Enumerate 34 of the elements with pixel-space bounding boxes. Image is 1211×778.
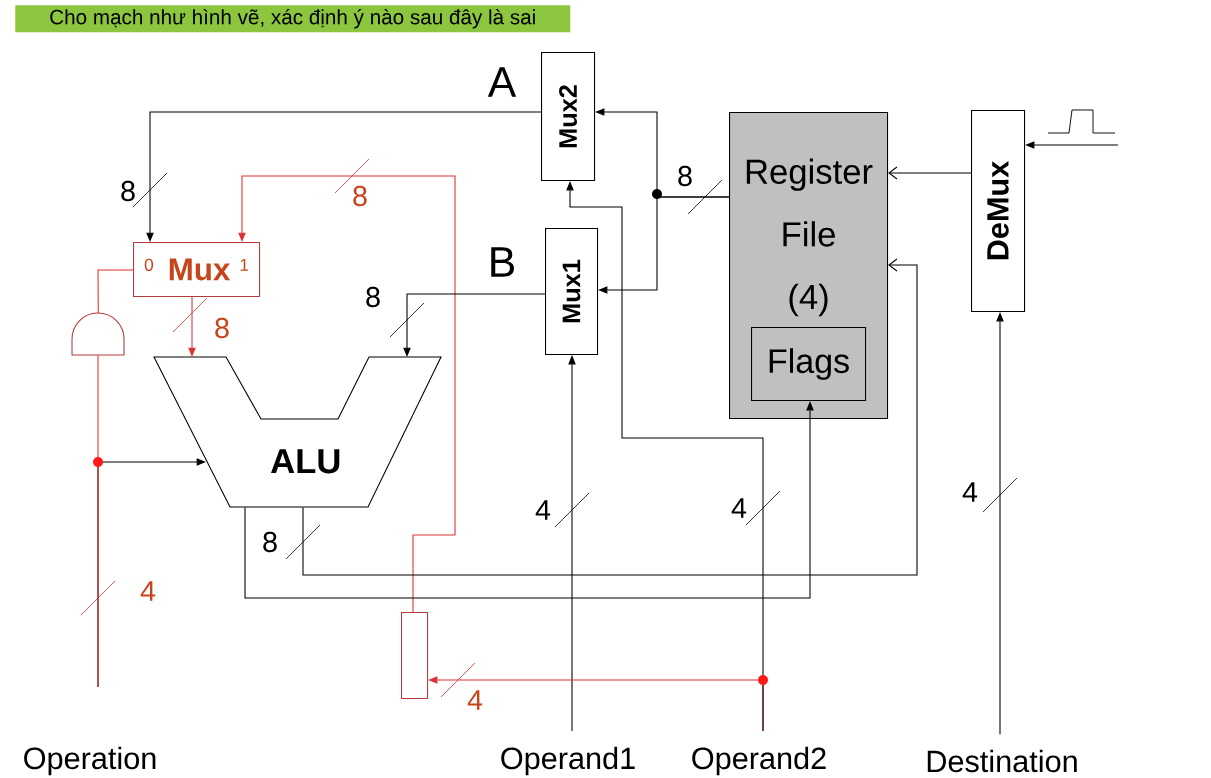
flags-box: Flags xyxy=(751,327,867,402)
wire xyxy=(97,269,134,314)
arrow xyxy=(403,293,546,357)
mux-box: Mux2 xyxy=(541,52,596,182)
blank-block xyxy=(401,612,429,700)
alu-block: ALU xyxy=(153,356,442,508)
edge-label: 8 xyxy=(678,165,692,187)
arrow xyxy=(888,166,972,180)
edge-label: 8 xyxy=(366,286,380,308)
edge-label: 4 xyxy=(140,581,156,601)
edge-label: 4 xyxy=(535,500,551,520)
arrow xyxy=(238,175,456,613)
input-label: Operation xyxy=(24,746,156,776)
demux-box: DeMux xyxy=(971,110,1026,313)
edge-label: 8 xyxy=(121,180,135,202)
mux-box: Mux1 xyxy=(545,228,599,356)
wire xyxy=(97,355,99,688)
input-label: Destination xyxy=(927,749,1077,773)
edge-label: 8 xyxy=(353,185,367,207)
and-gate xyxy=(71,312,125,356)
arrow xyxy=(302,258,918,576)
signal-name: A xyxy=(487,67,517,97)
arrow xyxy=(188,296,196,357)
edge-label: 8 xyxy=(215,317,229,339)
edge-label: 4 xyxy=(467,690,483,710)
edge-label: 8 xyxy=(263,531,277,553)
input-label: Operand2 xyxy=(692,746,826,776)
title-bar: Cho mạch như hình vẽ, xác định ý nào sau đây là sai xyxy=(15,5,571,33)
arrow xyxy=(146,111,542,242)
mux-box: 0 Mux 1 xyxy=(133,242,261,298)
signal-name: B xyxy=(491,247,514,277)
input-label: Operand1 xyxy=(501,746,635,776)
edge-label: 4 xyxy=(731,498,747,518)
edge-label: 4 xyxy=(962,482,978,502)
